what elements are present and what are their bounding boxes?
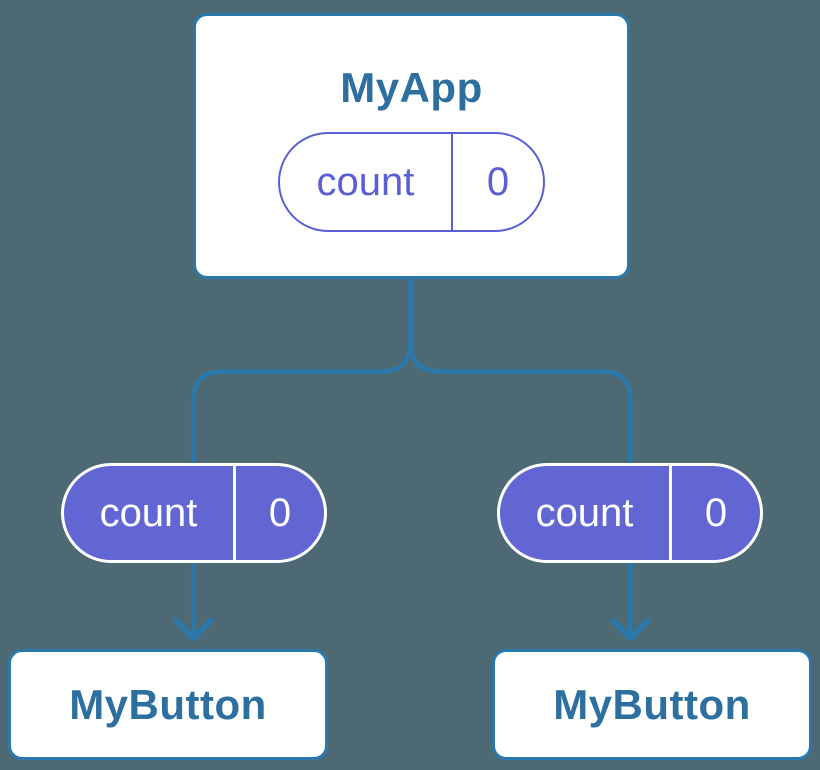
prop-value-label: 0 xyxy=(704,490,728,535)
mybutton-card-right: MyButton xyxy=(492,649,812,760)
prop-name-label: count xyxy=(99,490,198,535)
myapp-state-pill: count 0 xyxy=(278,132,545,232)
arrow-down-icon-right xyxy=(610,617,651,642)
right-prop-pill: count 0 xyxy=(497,463,763,563)
left-prop-pill: count 0 xyxy=(61,463,327,563)
mybutton-title: MyButton xyxy=(553,680,751,728)
myapp-card: MyApp count 0 xyxy=(193,13,630,279)
branch-right-line xyxy=(408,277,633,636)
prop-name-label: count xyxy=(535,490,634,535)
state-name-label: count xyxy=(316,159,415,204)
myapp-title: MyApp xyxy=(340,64,483,111)
prop-value-label: 0 xyxy=(268,490,292,535)
pill-divider xyxy=(669,466,672,560)
pill-divider xyxy=(450,134,453,230)
state-value-label: 0 xyxy=(486,159,510,204)
mybutton-card-left: MyButton xyxy=(8,649,328,760)
pill-divider xyxy=(233,466,236,560)
mybutton-title: MyButton xyxy=(69,680,267,728)
arrow-down-icon-left xyxy=(173,617,214,642)
branch-left-line xyxy=(191,277,413,636)
